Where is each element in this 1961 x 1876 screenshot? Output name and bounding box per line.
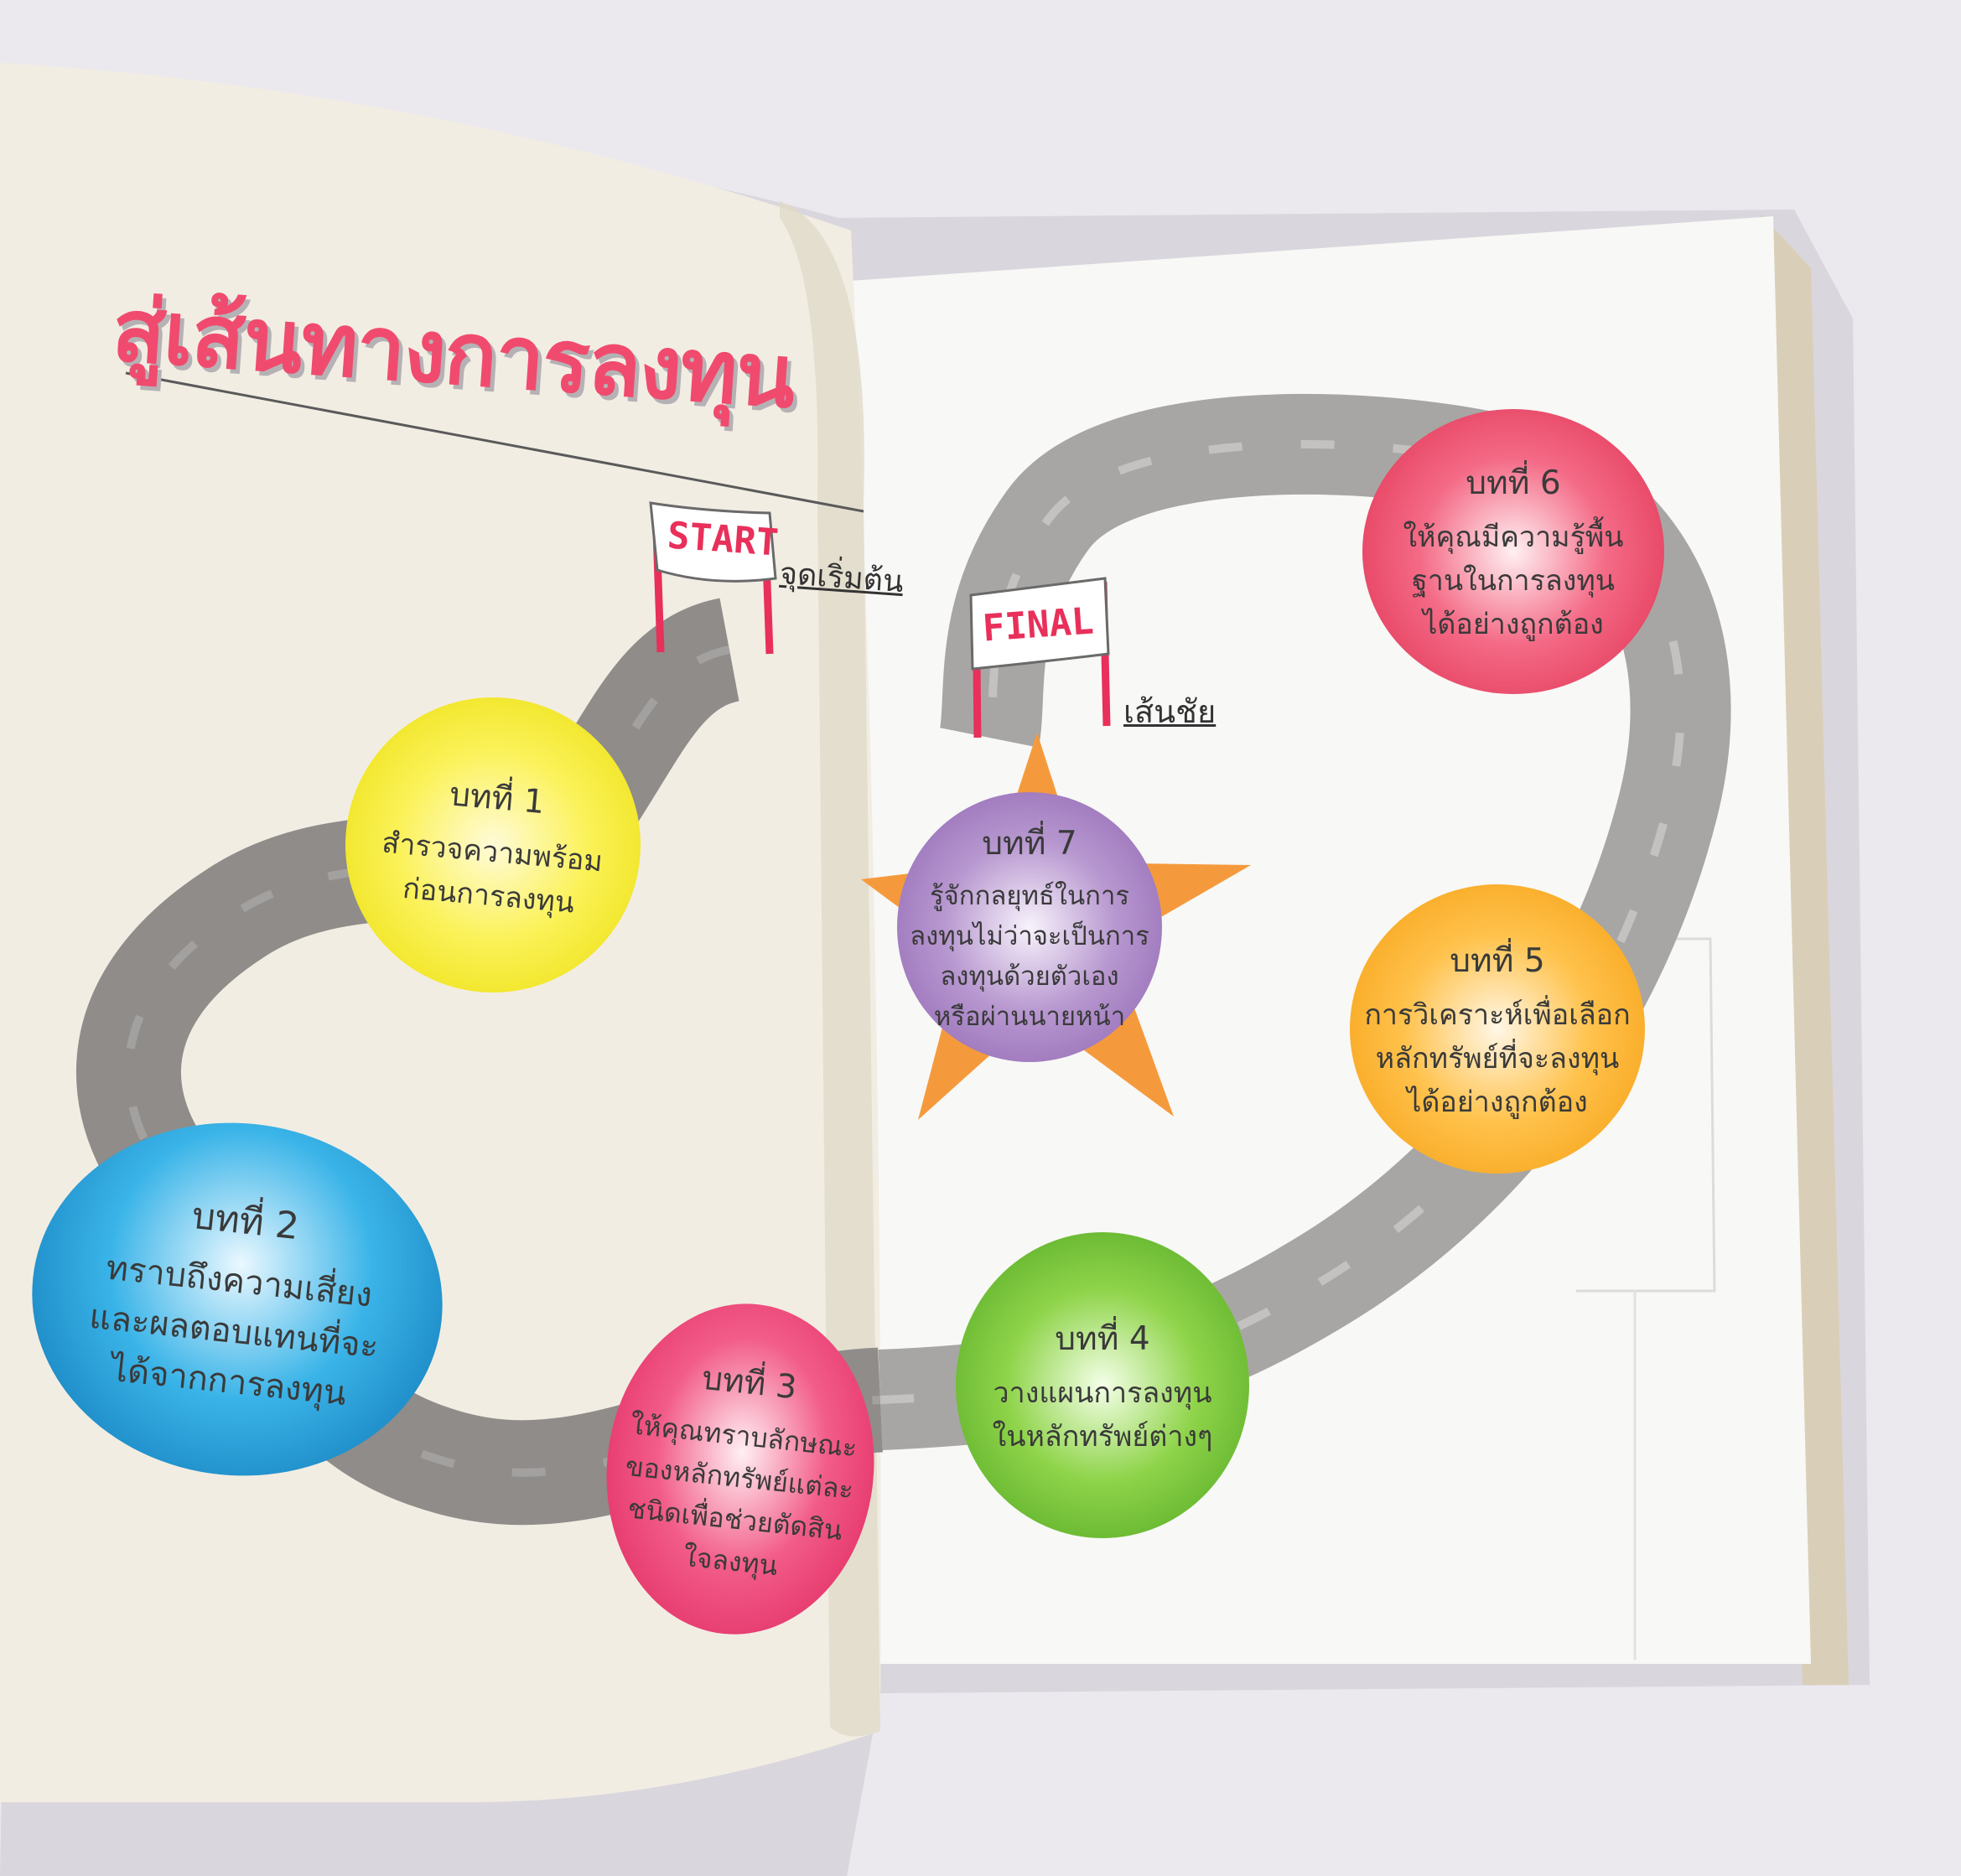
chapter-5-line-1: การวิเคราะห์เพื่อเลือก bbox=[1364, 998, 1631, 1032]
final-caption: เส้นชัย bbox=[1123, 693, 1217, 730]
chapter-3-line-4: ใจลงทุน bbox=[682, 1540, 780, 1582]
chapter-6-number: บทที่ 6 bbox=[1466, 464, 1561, 502]
chapter-7-line-1: รู้จักกลยุทธ์ในการ bbox=[929, 881, 1130, 911]
chapter-5-number: บทที่ 5 bbox=[1450, 941, 1545, 980]
chapter-7-number: บทที่ 7 bbox=[982, 825, 1077, 863]
chapter-5-line-2: หลักทรัพย์ที่จะลงทุน bbox=[1375, 1041, 1620, 1075]
chapter-3-number: บทที่ 3 bbox=[700, 1359, 799, 1407]
chapter-7-line-2: ลงทุนไม่ว่าจะเป็นการ bbox=[910, 921, 1149, 951]
final-flag-label: FINAL bbox=[981, 599, 1096, 650]
final-flag bbox=[969, 577, 1111, 738]
chapter-1-number: บทที่ 1 bbox=[448, 775, 547, 822]
chapter-6-line-2: ฐานในการลงทุน bbox=[1412, 564, 1615, 598]
chapter-5-circle: บทที่ 5 การวิเคราะห์เพื่อเลือก หลักทรัพย… bbox=[1350, 884, 1645, 1174]
title-underline bbox=[125, 371, 864, 513]
start-flag bbox=[649, 501, 777, 655]
chapter-4-circle: บทที่ 4 วางแผนการลงทุน ในหลักทรัพย์ต่างๆ bbox=[956, 1232, 1249, 1538]
chapter-6-line-3: ได้อย่างถูกต้อง bbox=[1423, 608, 1604, 641]
chapter-7-line-4: หรือผ่านนายหน้า bbox=[933, 1002, 1126, 1032]
chapter-5-line-3: ได้อย่างถูกต้อง bbox=[1407, 1085, 1588, 1119]
start-flag-label: START bbox=[666, 514, 781, 565]
chapter-4-line-2: ในหลักทรัพย์ต่างๆ bbox=[992, 1419, 1213, 1454]
chapter-4-number: บทที่ 4 bbox=[1055, 1319, 1150, 1358]
chapter-6-line-1: ให้คุณมีความรู้พื้น bbox=[1403, 521, 1624, 554]
start-caption: จุดเริ่มต้น bbox=[778, 556, 905, 600]
chapter-4-line-1: วางแผนการลงทุน bbox=[993, 1376, 1212, 1410]
chapter-2-number: บทที่ 2 bbox=[189, 1194, 302, 1249]
chapter-7-line-3: ลงทุนด้วยตัวเอง bbox=[940, 961, 1119, 992]
chapter-6-circle: บทที่ 6 ให้คุณมีความรู้พื้น ฐานในการลงทุ… bbox=[1362, 409, 1664, 694]
chapter-7-circle: บทที่ 7 รู้จักกลยุทธ์ในการ ลงทุนไม่ว่าจะ… bbox=[897, 792, 1162, 1062]
